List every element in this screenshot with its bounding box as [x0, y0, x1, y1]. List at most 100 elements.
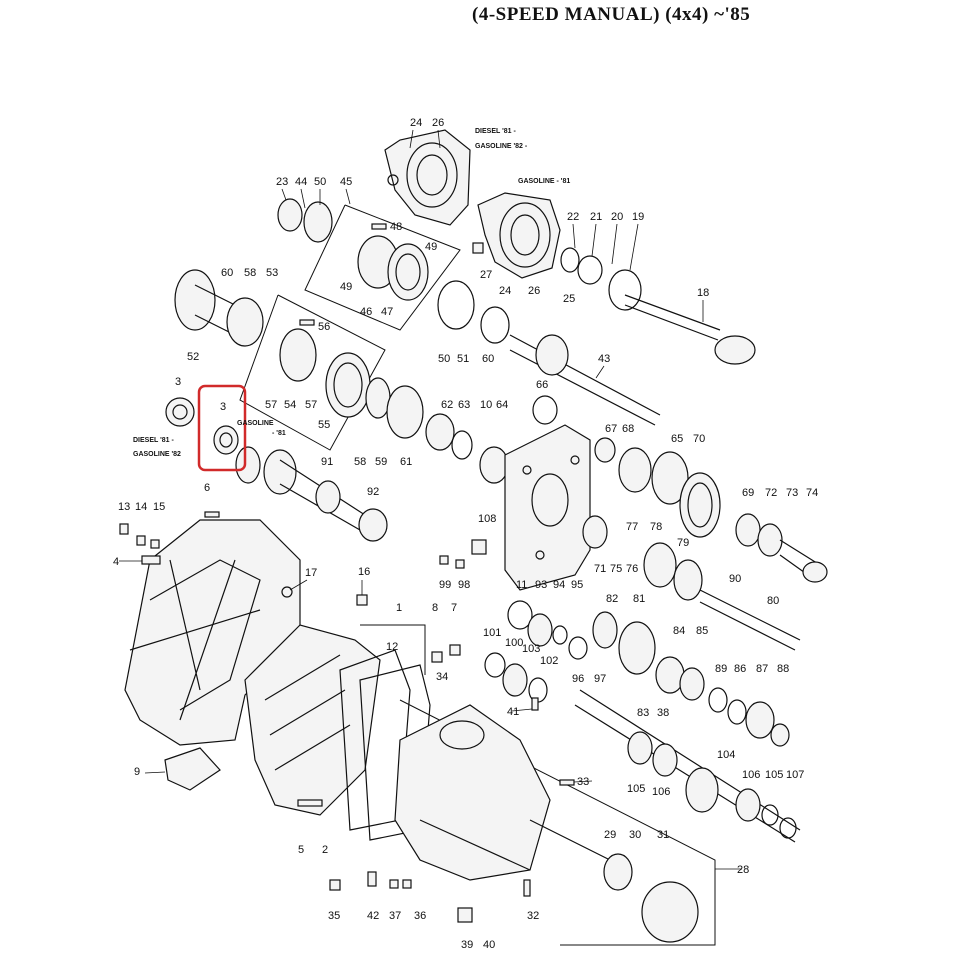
part-label-9: 9	[134, 766, 140, 778]
svg-text:GASOLINE '82: GASOLINE '82	[133, 451, 181, 458]
part-label-17: 17	[305, 567, 317, 579]
part-label-80: 80	[767, 595, 779, 607]
part-label-53: 53	[266, 267, 278, 279]
part-label-100: 100	[505, 637, 523, 649]
part-label-12: 12	[386, 641, 398, 653]
part-label-60: 60	[482, 353, 494, 365]
part-label-84: 84	[673, 625, 685, 637]
part-label-68: 68	[622, 423, 634, 435]
part-label-8: 8	[432, 602, 438, 614]
part-label-71: 71	[594, 563, 606, 575]
part-label-25: 25	[563, 293, 575, 305]
svg-text:GASOLINE '82 -: GASOLINE '82 -	[475, 143, 528, 150]
part-label-11: 11	[516, 579, 527, 591]
part-label-23: 23	[276, 176, 288, 188]
part-label-52: 52	[187, 351, 199, 363]
part-label-14: 14	[135, 501, 147, 513]
part-label-88: 88	[777, 663, 789, 675]
part-label-27: 27	[480, 269, 492, 281]
part-label-57: 57	[305, 399, 317, 411]
part-label-108: 108	[478, 513, 496, 525]
part-label-56: 56	[318, 321, 330, 333]
part-label-21: 21	[590, 211, 602, 223]
part-label-5: 5	[298, 844, 304, 856]
part-label-47: 47	[381, 306, 393, 318]
part-label-101: 101	[483, 627, 501, 639]
part-label-99: 99	[439, 579, 451, 591]
part-label-36: 36	[414, 910, 426, 922]
svg-text:DIESEL '81 -: DIESEL '81 -	[133, 437, 174, 444]
part-label-35: 35	[328, 910, 340, 922]
part-label-65: 65	[671, 433, 683, 445]
part-label-60: 60	[221, 267, 233, 279]
part-label-40: 40	[483, 939, 495, 951]
note-diesel-81-gasoline-82-top: DIESEL '81 - GASOLINE '82 -	[475, 128, 528, 150]
part-label-89: 89	[715, 663, 727, 675]
part-label-105: 105	[765, 769, 783, 781]
synchro-assembly	[279, 328, 424, 439]
part-label-48: 48	[390, 221, 402, 233]
part-label-2: 2	[322, 844, 328, 856]
part-label-22: 22	[567, 211, 579, 223]
part-label-29: 29	[604, 829, 616, 841]
cover-plate	[164, 747, 221, 791]
note-gasoline-81-left: GASOLINE - '81	[237, 420, 286, 437]
gear-set-counter-upper	[174, 269, 264, 347]
part-label-94: 94	[553, 579, 565, 591]
part-label-63: 63	[458, 399, 470, 411]
part-label-19: 19	[632, 211, 644, 223]
part-label-54: 54	[284, 399, 296, 411]
assembly-group-boxes	[239, 204, 716, 946]
svg-text:DIESEL '81 -: DIESEL '81 -	[475, 128, 516, 135]
counter-shaft-lower	[574, 689, 801, 843]
part-label-62: 62	[441, 399, 453, 411]
part-label-57: 57	[265, 399, 277, 411]
part-label-38: 38	[657, 707, 669, 719]
part-label-69: 69	[742, 487, 754, 499]
bearing-3-gasoline	[213, 425, 239, 455]
part-label-106: 106	[742, 769, 760, 781]
part-label-82: 82	[606, 593, 618, 605]
part-label-32: 32	[527, 910, 539, 922]
part-label-75: 75	[610, 563, 622, 575]
part-label-45: 45	[340, 176, 352, 188]
part-label-102: 102	[540, 655, 558, 667]
gear-set-right	[594, 437, 828, 583]
part-label-7: 7	[451, 602, 457, 614]
note-gasoline-81-top: GASOLINE - '81	[518, 178, 570, 185]
part-label-33: 33	[577, 776, 589, 788]
part-label-41: 41	[507, 706, 519, 718]
part-label-87: 87	[756, 663, 768, 675]
part-label-81: 81	[633, 593, 645, 605]
part-label-92: 92	[367, 486, 379, 498]
part-label-77: 77	[626, 521, 638, 533]
part-label-31: 31	[657, 829, 669, 841]
part-label-55: 55	[318, 419, 330, 431]
part-label-26: 26	[528, 285, 540, 297]
part-label-34: 34	[436, 671, 448, 683]
part-label-49: 49	[425, 241, 437, 253]
extension-housing-lower	[477, 192, 561, 279]
part-label-3: 3	[175, 376, 181, 388]
part-label-42: 42	[367, 910, 379, 922]
gear-set-top	[277, 198, 429, 301]
part-label-16: 16	[358, 566, 370, 578]
part-label-93: 93	[535, 579, 547, 591]
part-label-83: 83	[637, 707, 649, 719]
part-label-73: 73	[786, 487, 798, 499]
countershaft	[235, 446, 388, 542]
part-label-50: 50	[438, 353, 450, 365]
part-label-105: 105	[627, 783, 645, 795]
part-label-66: 66	[536, 379, 548, 391]
part-label-74: 74	[806, 487, 818, 499]
leader-lines	[119, 129, 742, 870]
part-label-59: 59	[375, 456, 387, 468]
part-label-44: 44	[295, 176, 307, 188]
part-label-20: 20	[611, 211, 623, 223]
part-label-64: 64	[496, 399, 508, 411]
part-label-13: 13	[118, 501, 130, 513]
highlight-box	[197, 384, 247, 472]
part-label-58: 58	[354, 456, 366, 468]
part-label-6: 6	[204, 482, 210, 494]
